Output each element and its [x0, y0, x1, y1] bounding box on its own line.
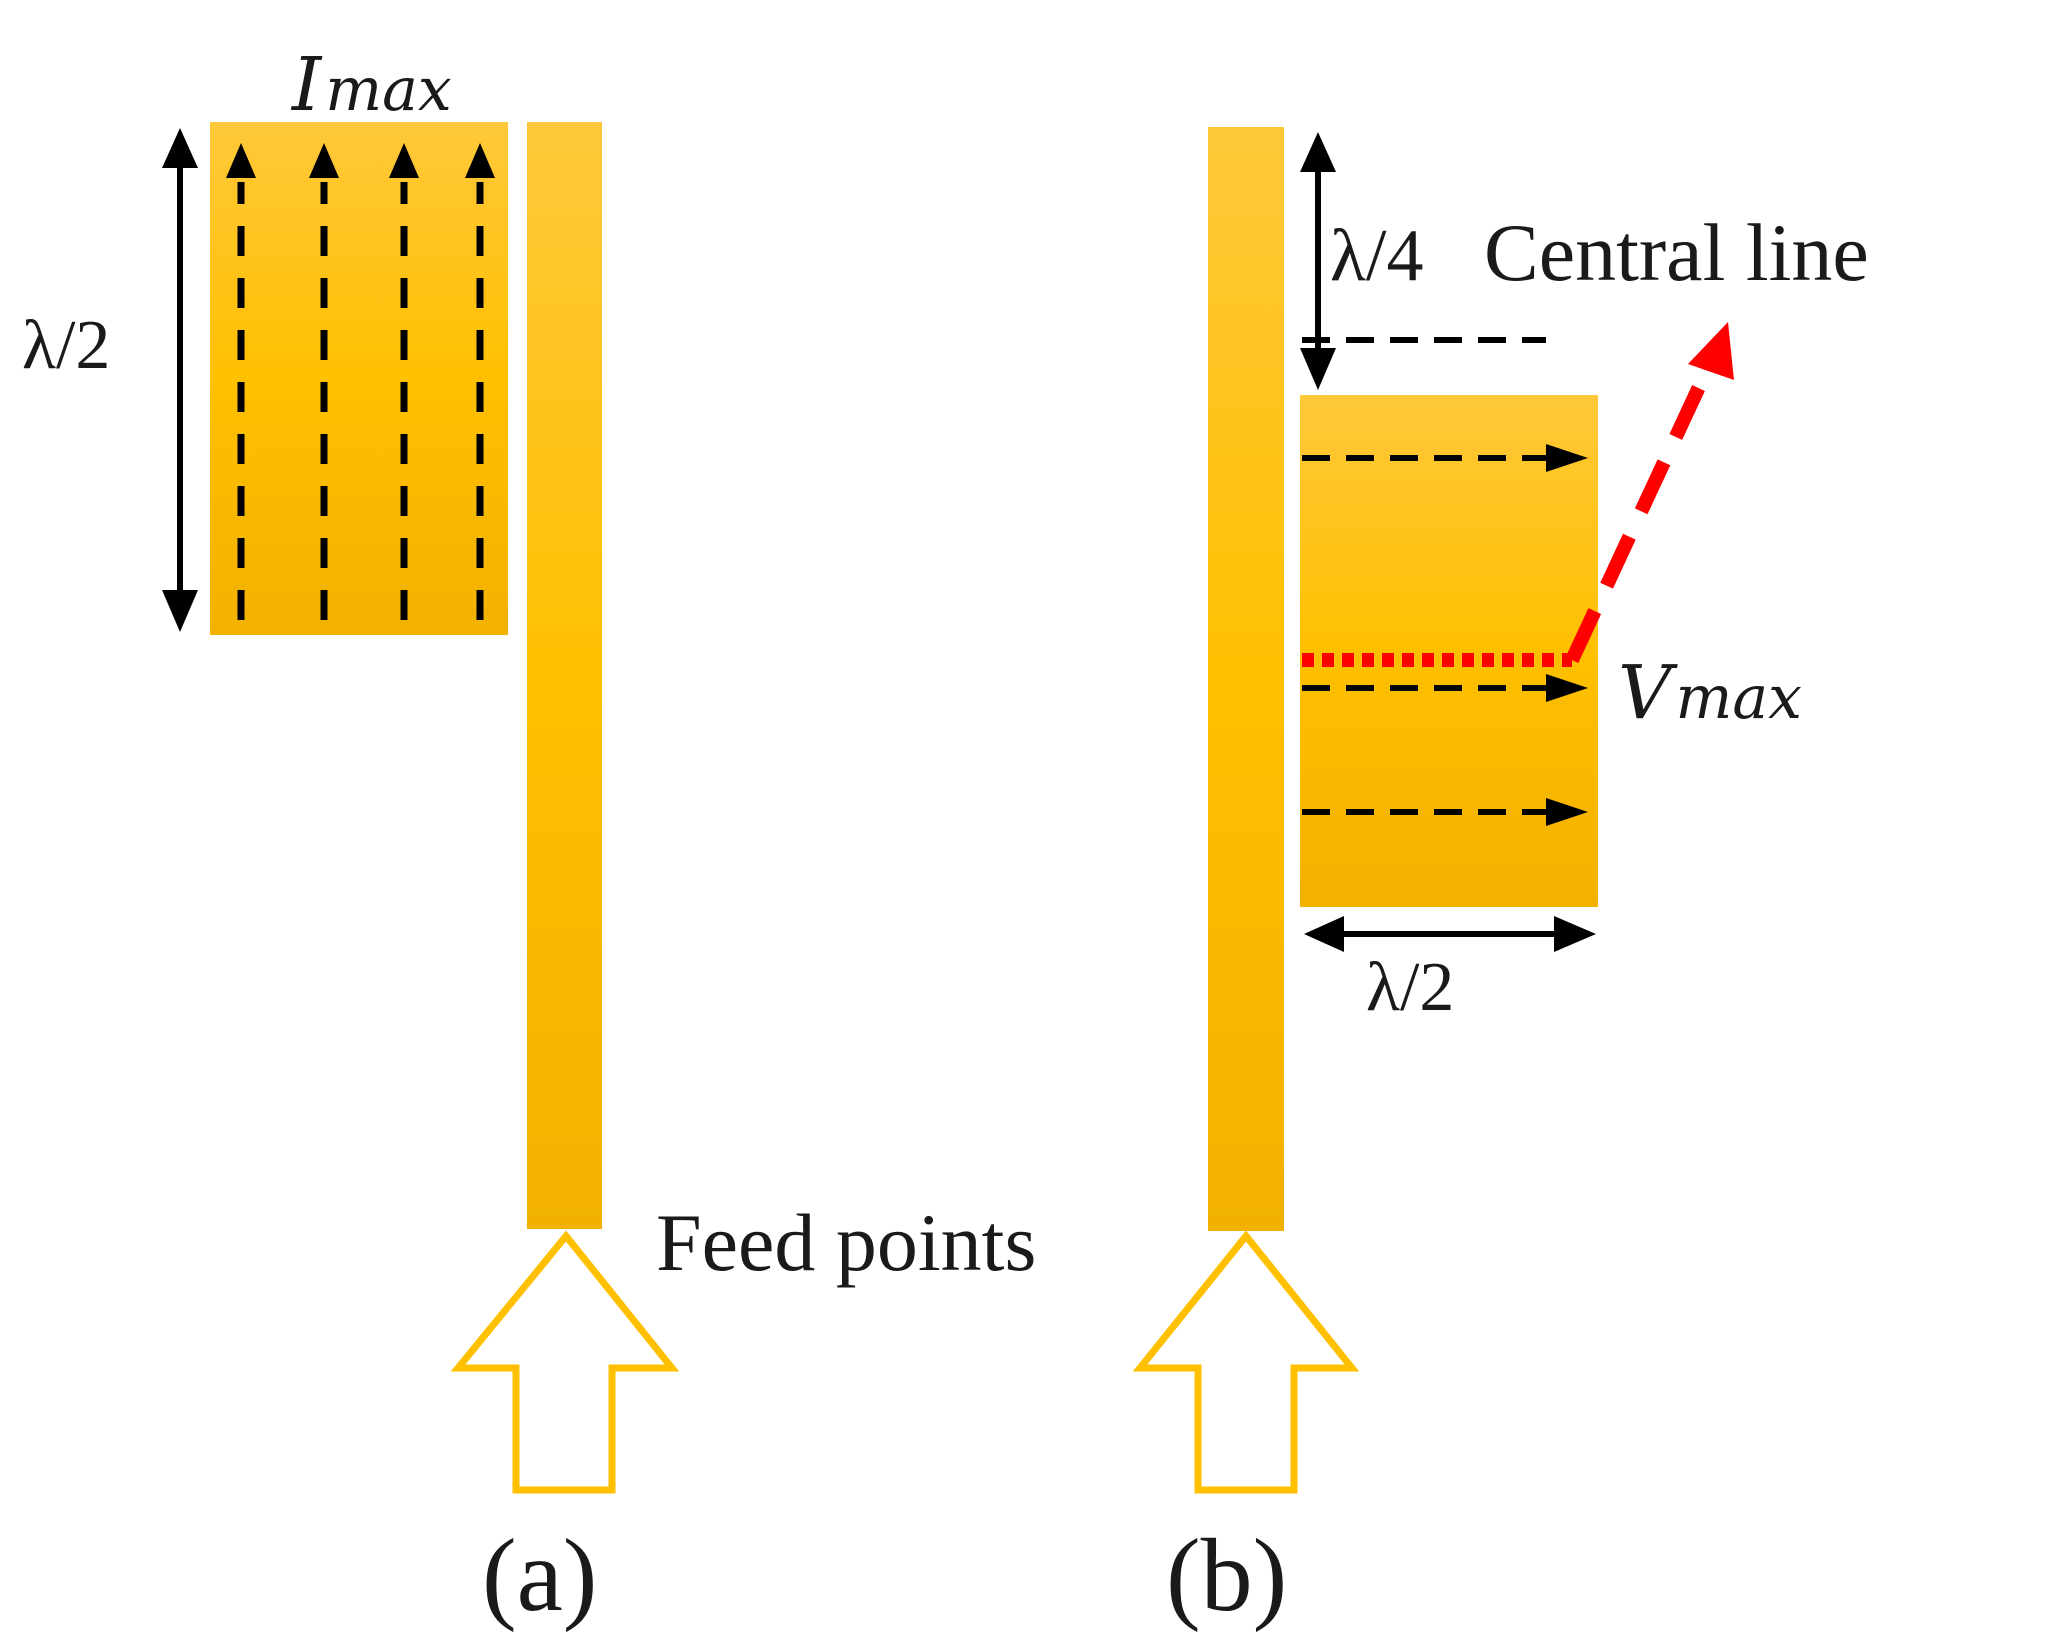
i-max-label: Imax	[290, 42, 452, 128]
feed-line-a	[527, 122, 602, 1229]
lambda-half-b-label: λ/2	[1366, 949, 1454, 1026]
central-line-title: Central line	[1484, 207, 1869, 298]
panel-b: λ/4 Central line Vmax λ/2 (b)	[1132, 127, 1869, 1633]
lambda-half-a-label: λ/2	[22, 307, 110, 384]
patch-b	[1300, 395, 1598, 907]
dimension-arrow-b	[1304, 916, 1596, 952]
feed-arrow-a	[450, 1230, 680, 1494]
row-arrowheads	[1546, 444, 1588, 826]
feed-line-b	[1208, 127, 1284, 1231]
feed-arrow-b	[1132, 1230, 1360, 1494]
row-arrows	[1302, 455, 1546, 815]
panel-a: λ/2 Imax (a)	[22, 42, 680, 1633]
central-line-pointer-head	[1688, 322, 1734, 380]
panel-a-label: (a)	[482, 1518, 597, 1633]
v-max-label: Vmax	[1618, 650, 1802, 736]
central-line-pointer	[1565, 369, 1713, 663]
dimension-arrow-a	[162, 128, 198, 632]
dimension-arrow-quarter	[1300, 132, 1336, 390]
patch-a	[210, 122, 508, 635]
arrowheads-a	[226, 143, 495, 178]
lambda-quarter-label: λ/4	[1330, 215, 1423, 297]
current-arrows-a	[237, 182, 484, 620]
panel-b-label: (b)	[1166, 1518, 1287, 1633]
feed-points-label: Feed points	[656, 1197, 1036, 1288]
